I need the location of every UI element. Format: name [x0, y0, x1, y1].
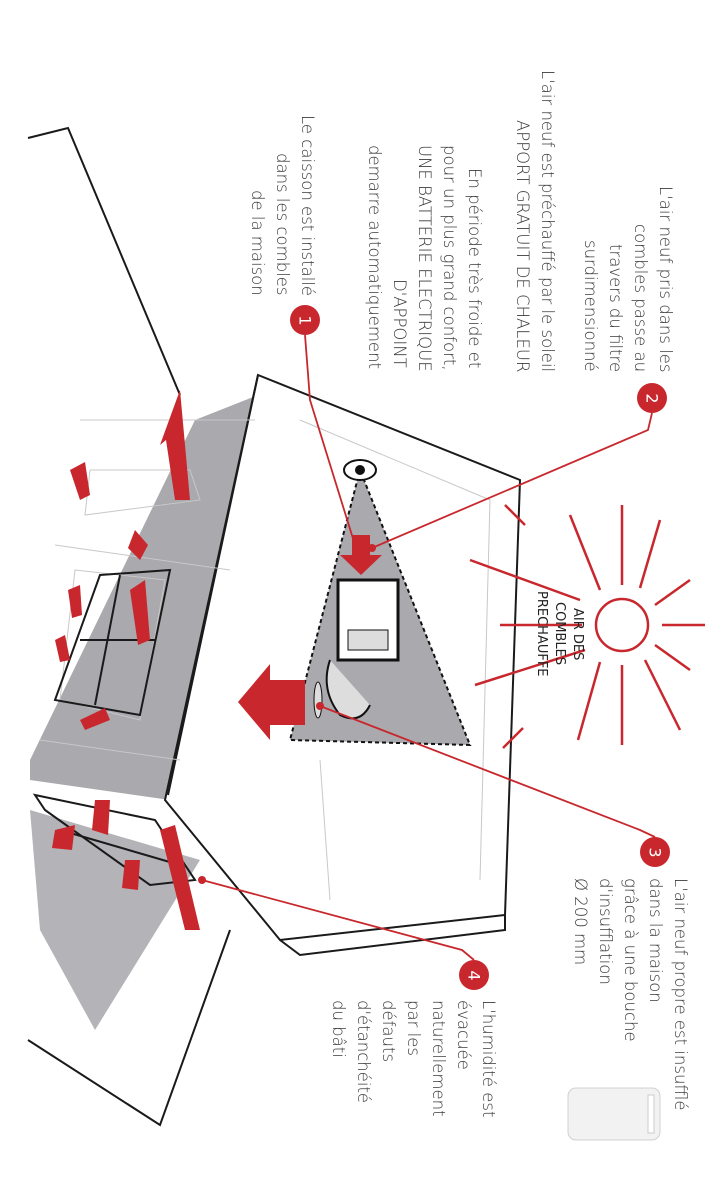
callout-4-text: L'humidité est évacuée naturellement par… — [326, 1000, 501, 1117]
solar-text: L'air neuf est préchauffé par le soleil … — [510, 45, 560, 372]
text-line: par les — [404, 1000, 423, 1056]
ventilation-unit — [313, 578, 400, 720]
text-line: dans la maison — [646, 878, 665, 1003]
house-outline — [27, 126, 231, 1127]
text-line: d'insufflation — [596, 878, 615, 985]
battery-text: En période très froide et pour un plus g… — [362, 145, 487, 372]
attic-air-label: AIR DES COMBLES PRECHAUFFE — [532, 578, 586, 690]
badge-number: 3 — [645, 846, 665, 858]
text-line: AIR DES COMBLES — [552, 602, 585, 666]
wall-shadow — [30, 810, 200, 1030]
text-line: surdimensionné — [581, 240, 600, 372]
sun-icon — [469, 504, 705, 749]
text-line: défauts — [379, 1000, 398, 1063]
down-arrow — [340, 535, 382, 575]
badge-number: 1 — [295, 314, 315, 326]
callout-2-text: L'air neuf pris dans les combles passe a… — [578, 155, 678, 372]
text-line: En période très froide et — [465, 167, 484, 368]
house-wireframe — [39, 419, 491, 901]
leader-lines — [201, 334, 656, 961]
windows — [32, 568, 197, 887]
text-line: pour un plus grand confort, — [440, 145, 459, 371]
callout-1-text: Le caisson est installé dans les combles… — [245, 85, 320, 296]
text-line: travers du filtre — [606, 243, 625, 372]
text-line: évacuée — [454, 1000, 473, 1070]
text-line: d'étanchéité — [354, 1000, 373, 1104]
callout-1-badge: 1 — [290, 305, 320, 335]
text-line: naturellement — [429, 1000, 448, 1117]
callout-3-badge: 3 — [640, 837, 670, 867]
callout-3-text: L'air neuf propre est insufflé dans la m… — [568, 878, 693, 1111]
text-line: PRECHAUFFE — [534, 591, 549, 677]
badge-number: 4 — [464, 969, 484, 981]
text-line: L'air neuf pris dans les — [656, 185, 675, 372]
text-line: Ø 200 mm — [571, 878, 590, 966]
text-line: L'humidité est — [479, 1000, 498, 1118]
text-line: de la maison — [248, 190, 267, 296]
airflow-arrows — [52, 390, 382, 930]
text-line: demarre automatiquement — [365, 145, 384, 370]
text-line: UNE BATTERIE ELECTRIQUE — [415, 145, 434, 372]
diffuser-image — [567, 1087, 661, 1141]
text-line: L'air neuf est préchauffé par le soleil — [538, 69, 557, 372]
text-line: combles passe au — [631, 223, 650, 372]
callout-4-badge: 4 — [459, 960, 489, 990]
badge-number: 2 — [642, 392, 662, 404]
text-line: Le caisson est installé — [298, 114, 317, 296]
text-line: grâce à une bouche — [621, 878, 640, 1042]
filter-icon — [343, 459, 377, 481]
main-inflow-arrow — [238, 664, 305, 740]
text-line: D'APPOINT — [390, 279, 409, 368]
text-line: du bâti — [329, 1000, 348, 1058]
text-line: L'air neuf propre est insufflé — [671, 878, 690, 1111]
text-line: dans les combles — [273, 153, 292, 296]
callout-2-badge: 2 — [637, 383, 667, 413]
text-line: APPORT GRATUIT DE CHALEUR — [513, 119, 532, 372]
